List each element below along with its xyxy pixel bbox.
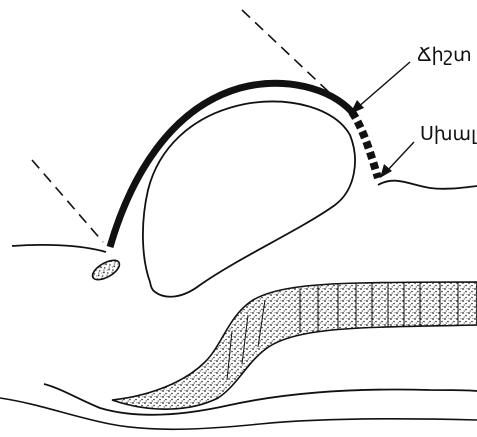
left-contour-line: [12, 245, 106, 252]
small-oval-shape: [90, 256, 123, 283]
segmented-cap-arc: [352, 112, 378, 178]
arrow-wrong: [380, 142, 414, 178]
label-correct: Ճիշտ: [417, 45, 472, 66]
right-contour-line: [378, 181, 477, 189]
arrow-correct: [350, 62, 410, 114]
label-wrong: Սխալ: [420, 124, 477, 145]
lower-contour-line-1: [44, 384, 477, 415]
dashed-guide-left: [32, 160, 103, 242]
